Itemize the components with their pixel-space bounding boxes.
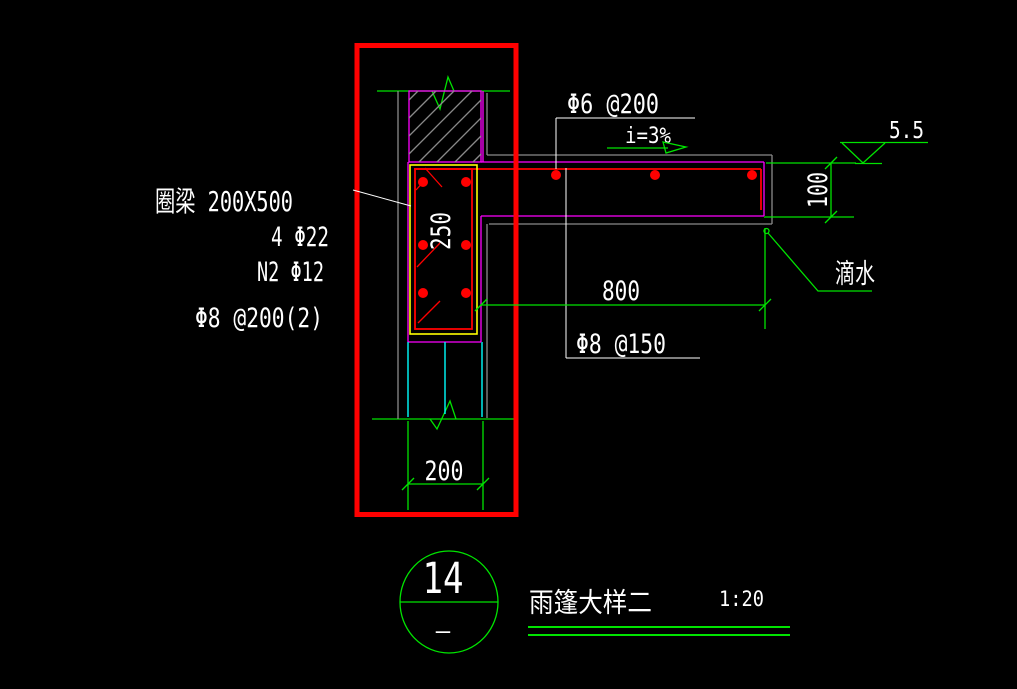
dim-text: 100 <box>803 172 834 208</box>
slab-dist-bars-annotation: Φ8 @150 <box>565 168 700 360</box>
dim-slab-thickness: 100 <box>764 156 856 224</box>
highlight-box <box>354 43 519 517</box>
column-hatch <box>408 90 482 163</box>
beam-leader-line <box>352 189 412 207</box>
beam-depth-dim-text: 250 <box>426 212 457 250</box>
rebar-dot <box>747 170 757 180</box>
dim-text: 800 <box>602 276 640 307</box>
dim-tick <box>401 477 415 491</box>
dim-wall-width: 200 <box>401 421 490 510</box>
beam-rebar-dots <box>418 177 471 298</box>
level-annotation: 5.5 <box>840 118 928 165</box>
level-value: 5.5 <box>889 118 924 144</box>
drawing-title: 雨篷大样二 1:20 <box>528 587 790 636</box>
detail-bubble: 14 — <box>399 550 499 654</box>
detail-suffix: — <box>436 617 451 645</box>
dim-tick <box>824 156 838 170</box>
ring-beam-section: 250 <box>407 162 481 343</box>
dim-tick <box>476 477 490 491</box>
dim-text: 200 <box>425 456 464 487</box>
beam-highlight-frame <box>409 164 478 335</box>
drip-leader <box>767 232 872 292</box>
canopy-slab <box>414 154 773 342</box>
slope-arrow-head <box>662 141 689 154</box>
rebar-dot <box>650 170 660 180</box>
side-bars-label: N2 Φ12 <box>257 257 324 288</box>
level-triangle <box>841 142 886 164</box>
break-zigzag-top <box>431 74 455 111</box>
drip-annotation: 滴水 <box>763 227 875 292</box>
drip-label: 滴水 <box>835 259 875 290</box>
detail-number: 14 <box>423 554 464 604</box>
wall-edges <box>397 91 488 419</box>
break-zigzag-bottom <box>429 399 457 431</box>
slab-dist-bars-label: Φ8 @150 <box>576 329 666 360</box>
ring-beam-annotation: 圈梁 200X500 4 Φ22 N2 Φ12 Φ8 @200(2) <box>155 185 412 334</box>
column-section <box>408 90 484 163</box>
dim-slab-length: 800 <box>474 228 772 329</box>
dim-tick <box>824 210 838 224</box>
ring-beam-label: 圈梁 200X500 <box>155 185 293 218</box>
slab-top-bars-annotation: Φ6 @200 <box>555 89 695 169</box>
title-text: 雨篷大样二 <box>529 588 652 619</box>
drip-marker-circle <box>763 227 770 235</box>
scale-text: 1:20 <box>719 587 764 611</box>
beam-stirrup <box>414 168 473 330</box>
dim-tick <box>758 298 772 312</box>
slope-annotation: i=3% <box>607 124 689 154</box>
wall-finish-lines <box>407 342 483 417</box>
main-bars-label: 4 Φ22 <box>271 222 329 253</box>
stirrups-label: Φ8 @200(2) <box>195 303 323 334</box>
rebar-dot <box>551 170 561 180</box>
dim-tick <box>474 298 488 312</box>
slab-top-bars-label: Φ6 @200 <box>567 89 659 120</box>
column-outline <box>408 90 482 163</box>
